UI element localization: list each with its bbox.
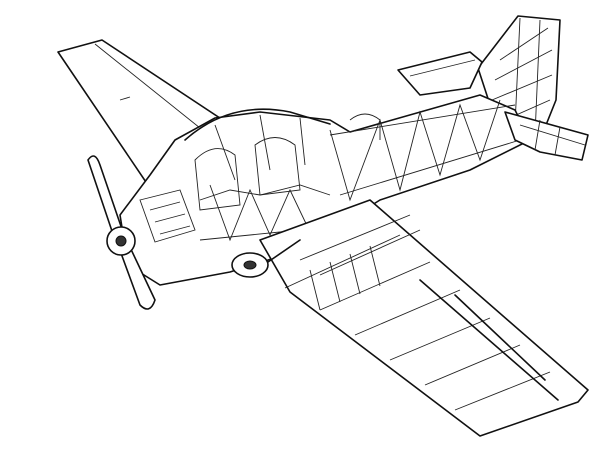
right-wing (259, 199, 589, 437)
fuselage (119, 94, 531, 286)
right-stabilizer (504, 111, 589, 161)
propeller (87, 155, 156, 310)
left-stabilizer (397, 51, 483, 96)
landing-gear (231, 239, 301, 278)
